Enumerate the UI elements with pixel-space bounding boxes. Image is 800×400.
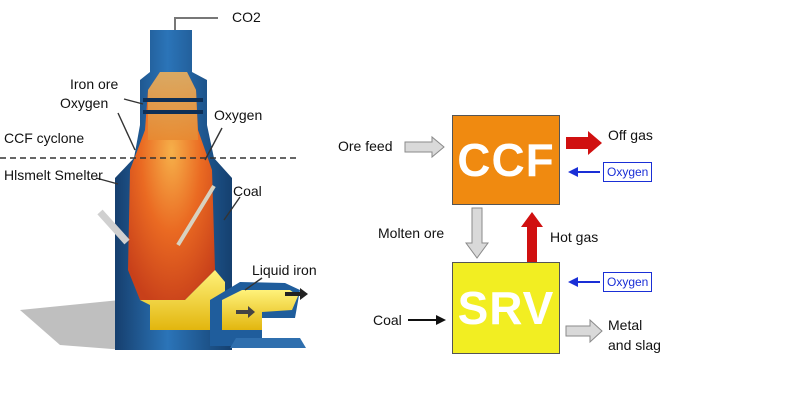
off-gas-arrow [566,131,602,155]
iron-flow-arrow-2 [236,306,255,318]
coal-input-label: Coal [373,312,402,328]
iron-bath [140,270,225,330]
slag-pool [230,338,306,348]
ccf-cyclone-label: CCF cyclone [4,130,85,146]
molten-ore-label: Molten ore [378,225,445,241]
hismelt-smelter-label: Hlsmelt Smelter [4,167,103,183]
ore-feed-arrow [404,135,445,159]
oxygen-right-label: Oxygen [214,107,263,123]
srv-box-label: SRV [457,282,555,334]
off-gas-label: Off gas [608,127,653,143]
srv-box: SRV [452,262,560,354]
smelter-leader [95,177,119,185]
metal-label: Metal [608,317,643,333]
liquid-iron-leader [244,277,263,291]
cyclone-ring-1 [143,98,203,102]
iron-ore-leader [123,98,144,105]
cyclone-ring-2 [143,110,203,114]
co2-pipe [174,17,218,30]
coal-leader [223,196,241,221]
ore-zone [148,72,198,140]
left-lance [97,209,130,245]
furnace-shadow [20,300,125,350]
iron-ore-label: Iron ore [70,76,119,92]
hot-gas-arrow [521,212,543,262]
oxygen-left-leader [117,112,136,151]
coal-furnace-label: Coal [233,183,262,199]
ccf-box-label: CCF [457,134,555,186]
oxygen-srv-label: Oxygen [603,272,653,292]
hot-gas-label: Hot gas [550,229,599,245]
oxygen-left-label: Oxygen [60,95,109,111]
oxygen-srv-arrowhead [568,277,578,287]
co2-label: CO2 [232,9,261,25]
molten-ore-arrow [465,207,489,259]
ore-feed-label: Ore feed [338,138,393,154]
ccf-box: CCF [452,115,560,205]
oxygen-ccf-label: Oxygen [603,162,653,182]
oxygen-right-leader [204,127,223,161]
furnace [97,17,308,350]
liquid-iron-label: Liquid iron [252,262,317,278]
metal-slag-arrow [565,318,603,344]
iron-flow-arrow [285,288,308,300]
coal-lance [176,184,216,247]
and-slag-label: and slag [608,337,661,353]
coal-srv-arrowhead [436,315,446,325]
oxygen-ccf-arrowhead [568,167,578,177]
liquid-iron-channel [222,290,298,330]
